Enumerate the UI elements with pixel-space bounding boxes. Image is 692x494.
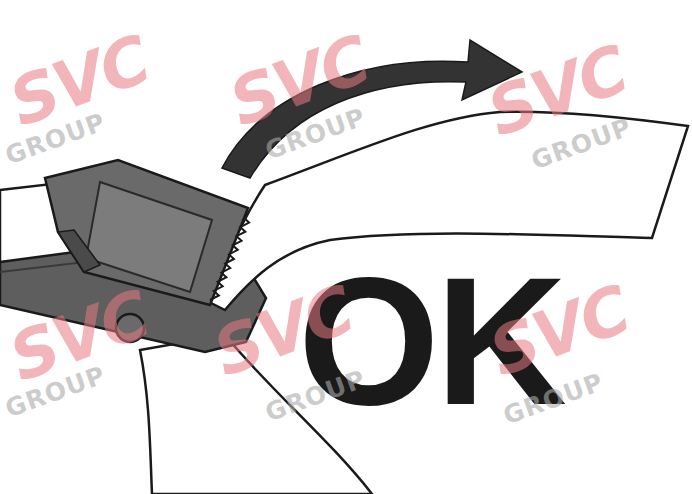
cam-lever-side [58, 230, 100, 272]
cam-lever [45, 160, 248, 305]
cam-teeth [210, 218, 249, 300]
cam-lever-face [86, 182, 212, 292]
